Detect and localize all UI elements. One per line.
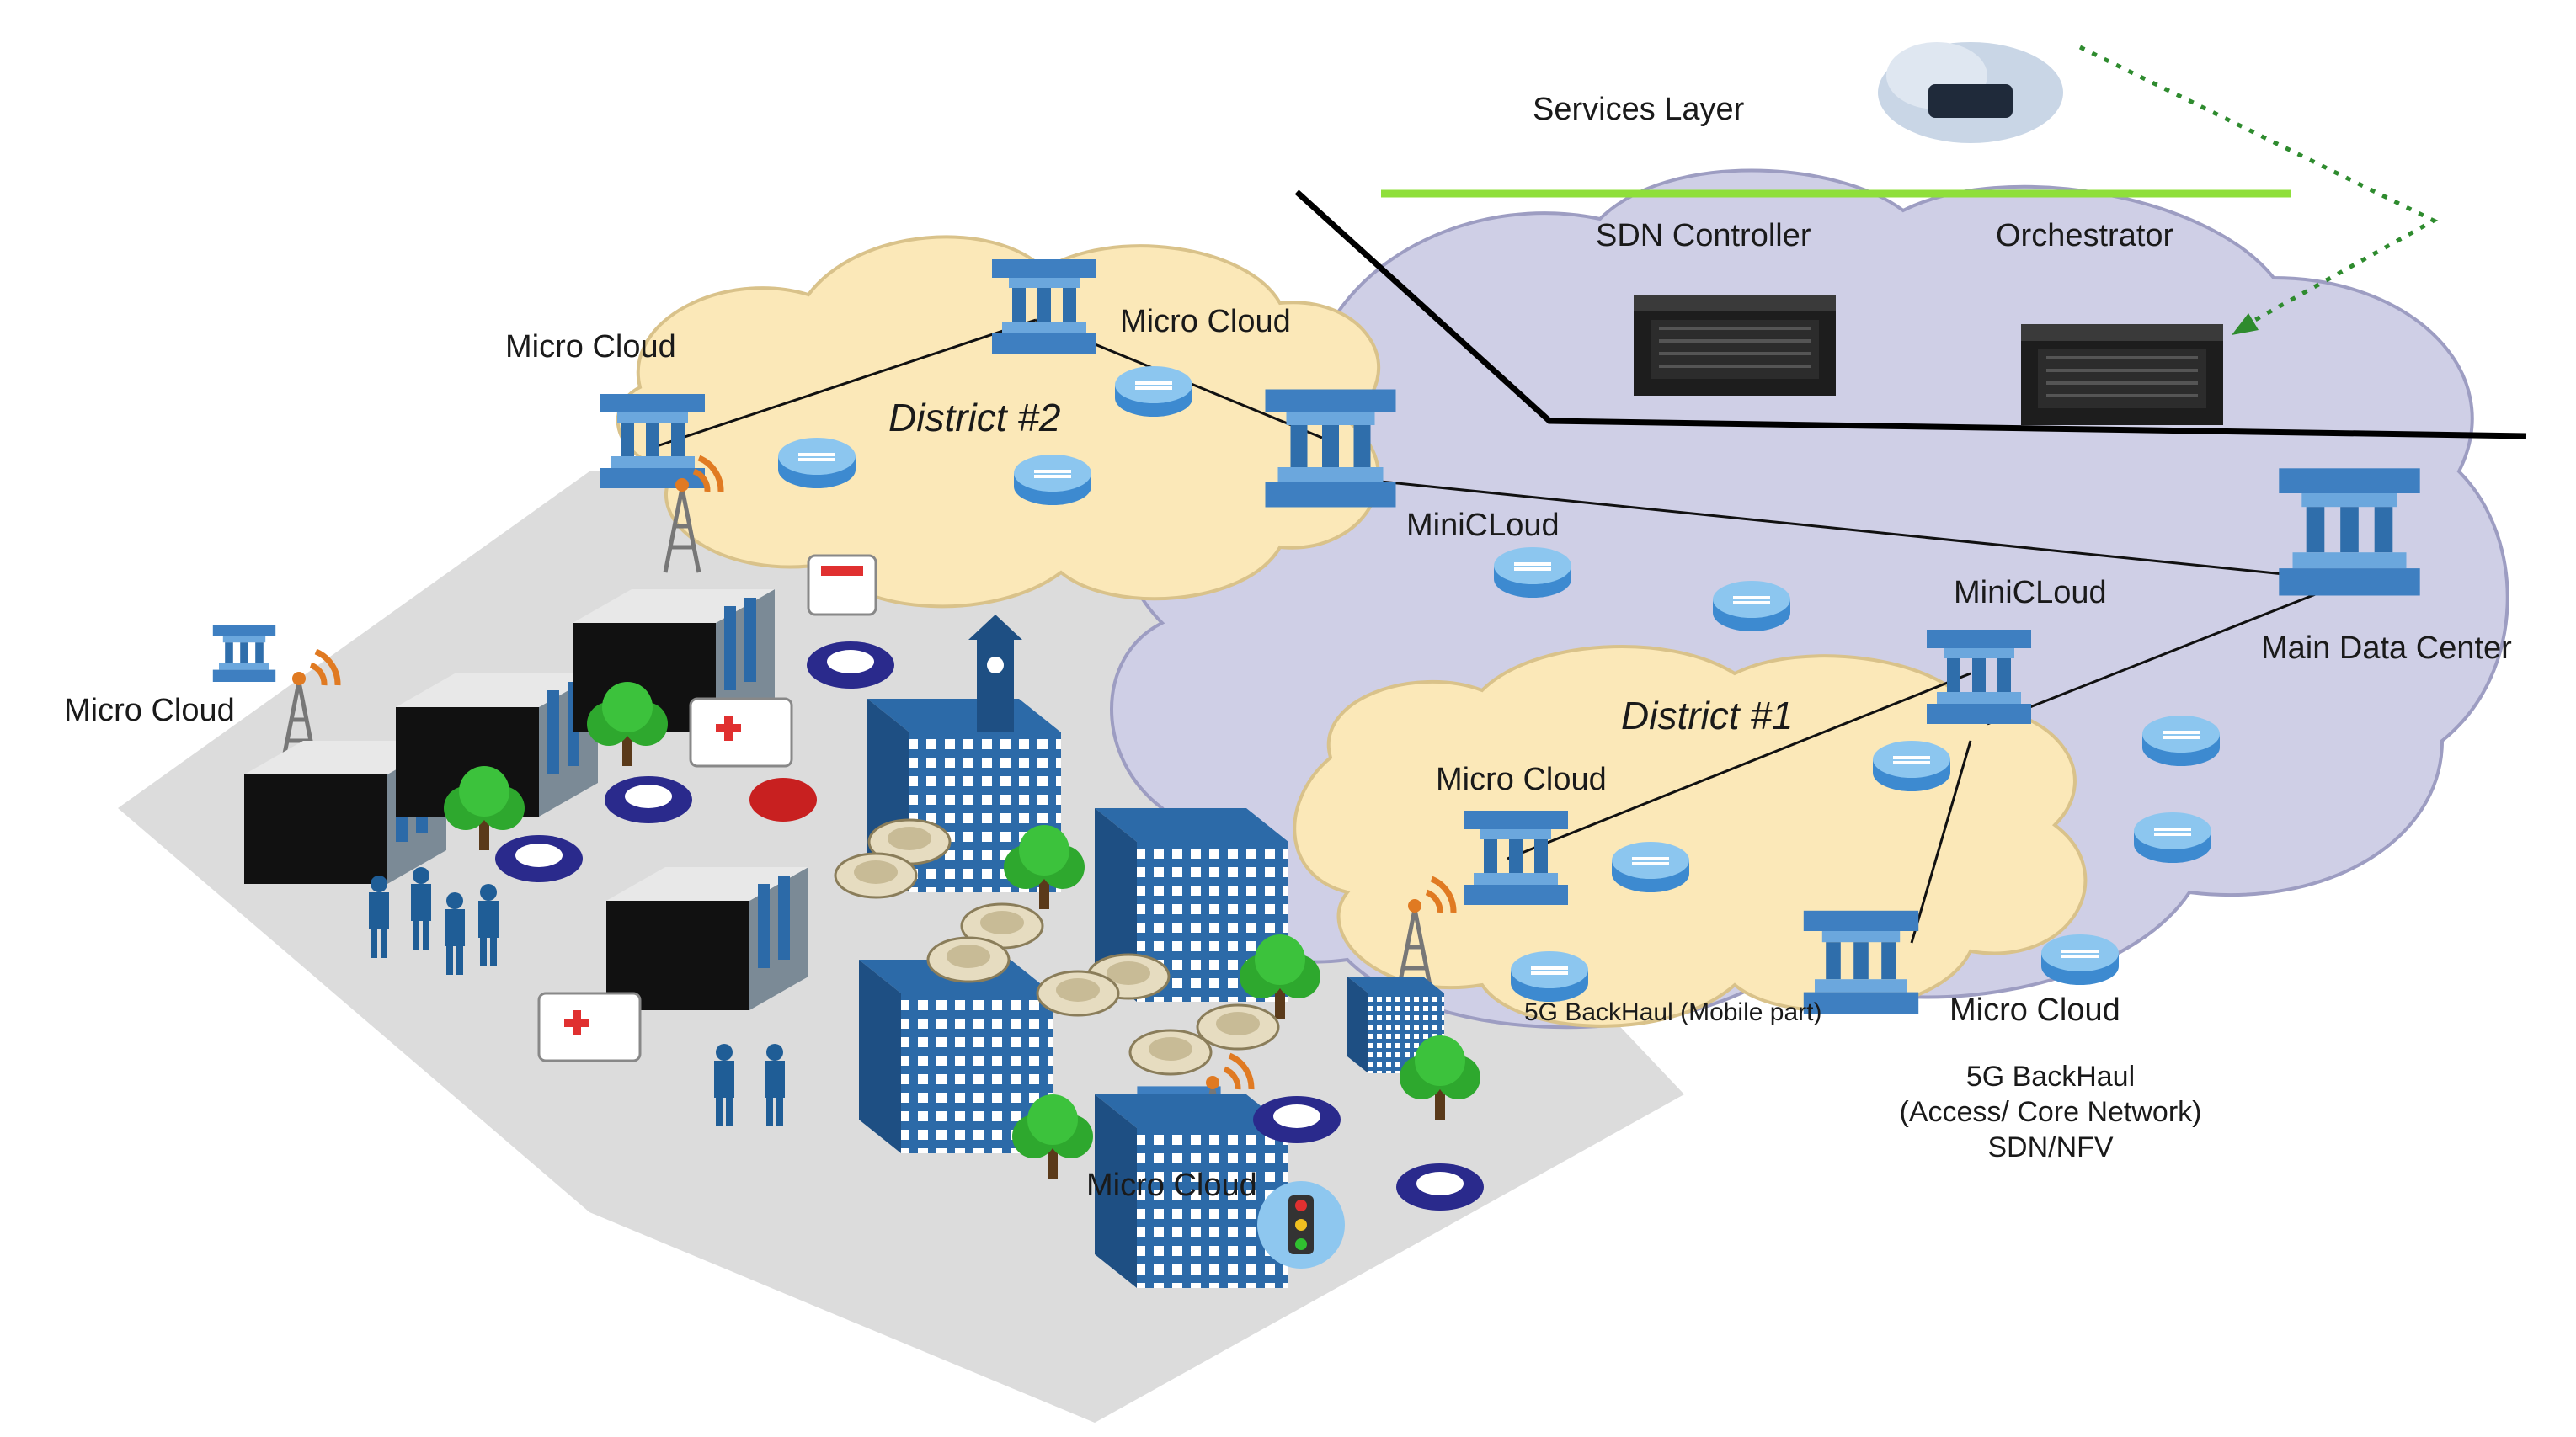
district-2-label: District #2 [888, 396, 1060, 439]
backhaul-core-label-line2: (Access/ Core Network) [1900, 1096, 2202, 1128]
minicloud-label: MiniCLoud [1406, 508, 1560, 543]
backhaul-core-label-line3: SDN/NFV [1987, 1131, 2114, 1163]
car-icon [926, 936, 1011, 983]
car-icon [834, 852, 918, 899]
clock-tower [968, 615, 1022, 732]
router-icon [1012, 453, 1093, 507]
police-car-icon [605, 776, 692, 823]
police-car-icon [1396, 1163, 1484, 1211]
micro-cloud-label: Micro Cloud [1086, 1168, 1257, 1203]
orchestrator-server [2019, 322, 2225, 427]
micro-cloud-label: Micro Cloud [1436, 762, 1607, 797]
orchestrator-label: Orchestrator [1996, 218, 2174, 253]
link-minicloud-maindc [1363, 478, 2350, 583]
police-car-icon [1253, 1096, 1341, 1143]
micro-cloud-label: Micro Cloud [64, 693, 235, 728]
police-car-icon [495, 835, 583, 882]
router-icon [2132, 811, 2213, 865]
dotted-link-arrowhead [2232, 313, 2259, 335]
router-icon [1113, 365, 1194, 418]
sdn-controller-label: SDN Controller [1596, 218, 1811, 253]
ambulance-icon [689, 697, 793, 768]
router-icon [776, 436, 857, 490]
backhaul-mobile-label: 5G BackHaul (Mobile part) [1524, 998, 1821, 1026]
car-icon [1036, 970, 1120, 1017]
router-icon [1610, 840, 1691, 894]
micro-cloud-label: Micro Cloud [1949, 993, 2120, 1028]
office-building [606, 867, 808, 1010]
ambulance-icon [807, 554, 877, 616]
police-car-icon [807, 641, 894, 689]
router-icon [1492, 546, 1573, 599]
red-car-icon [749, 778, 817, 822]
link-d2left-d2top [656, 318, 1037, 448]
micro-cloud-label: Micro Cloud [505, 329, 676, 365]
backhaul-core-label-line1: 5G BackHaul [1966, 1061, 2135, 1093]
district-1-label: District #1 [1621, 694, 1793, 737]
services-cloud-icon [1878, 42, 2063, 143]
link-minicloud2-maindc [1987, 579, 2350, 726]
sdn-controller-server [1632, 293, 1837, 397]
router-icon [1711, 579, 1792, 633]
services-dotted-link [2078, 45, 2439, 331]
router-icon [2141, 714, 2221, 768]
link-minicloud2-d1right [1910, 740, 1972, 944]
link-d1left-minicloud2 [1507, 672, 1971, 860]
car-icon [1128, 1029, 1213, 1076]
micro-cloud-node [212, 625, 276, 682]
services-boundary-line [1294, 189, 2527, 439]
minicloud-label: MiniCLoud [1954, 575, 2107, 610]
services-layer-label: Services Layer [1533, 92, 1745, 127]
main-data-center-label: Main Data Center [2261, 631, 2512, 666]
micro-cloud-label: Micro Cloud [1120, 304, 1291, 339]
traffic-light-icon [1257, 1181, 1345, 1269]
car-icon [1196, 1003, 1280, 1051]
ambulance-icon [537, 992, 642, 1062]
router-icon [1509, 950, 1590, 1003]
connection-lines [656, 318, 2350, 944]
router-icon [1871, 739, 1952, 793]
router-icon [2040, 933, 2120, 987]
